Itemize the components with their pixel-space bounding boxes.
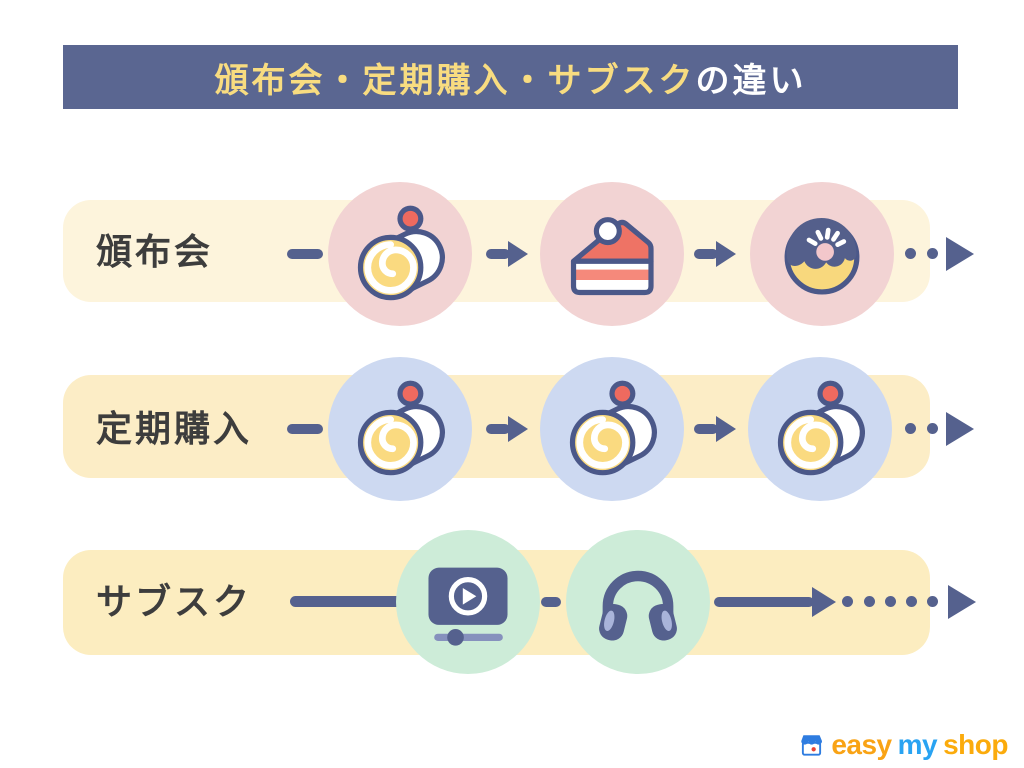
trail-dot [864, 596, 875, 607]
flow-line [287, 249, 323, 259]
trail-dot [927, 248, 938, 259]
logo-word-my: my [897, 729, 938, 760]
cake-slice-icon [560, 202, 664, 306]
title-highlight: 頒布会・定期購入・サブスク [214, 61, 696, 100]
donut-icon [770, 202, 874, 306]
logo-word-shop: shop [943, 729, 1008, 760]
headphones-icon [586, 550, 690, 654]
arrow-head-icon [812, 587, 836, 617]
trail-arrow-icon [946, 412, 974, 446]
video-player-icon [416, 550, 520, 654]
arrow-head-icon [716, 241, 736, 267]
roll-cake-icon [768, 377, 872, 481]
step-circle [748, 357, 892, 501]
row-hanpukai-label: 頒布会 [96, 231, 214, 272]
trail-dot [906, 596, 917, 607]
arrow-line [486, 249, 510, 259]
flow-line [290, 596, 402, 607]
arrow-line [714, 597, 814, 607]
step-circle [540, 182, 684, 326]
step-circle [750, 182, 894, 326]
trail-arrow-icon [946, 237, 974, 271]
trail-dot [885, 596, 896, 607]
arrow-head-icon [508, 416, 528, 442]
logo-word-easy: easy [831, 729, 892, 760]
title-banner: 頒布会・定期購入・サブスクの違い [63, 45, 958, 109]
arrow-head-icon [508, 241, 528, 267]
trail-dot [927, 423, 938, 434]
trail-dot [905, 423, 916, 434]
row-teikikonyu-label: 定期購入 [96, 408, 253, 449]
storefront-icon [798, 732, 825, 759]
roll-cake-icon [560, 377, 664, 481]
arrow-head-icon [716, 416, 736, 442]
title-suffix: の違い [695, 61, 807, 100]
arrow-line [694, 249, 718, 259]
easy-my-shop-logo: easy my shop [798, 729, 1008, 761]
step-circle [566, 530, 710, 674]
step-circle [396, 530, 540, 674]
roll-cake-icon [348, 377, 452, 481]
trail-dot [842, 596, 853, 607]
trail-arrow-icon [948, 585, 976, 619]
flow-line [287, 424, 323, 434]
step-circle [540, 357, 684, 501]
arrow-line [486, 424, 510, 434]
trail-dot [927, 596, 938, 607]
step-circle [328, 357, 472, 501]
row-subsc-label: サブスク [96, 581, 253, 622]
trail-dot [905, 248, 916, 259]
roll-cake-icon [348, 202, 452, 306]
flow-line [541, 597, 561, 607]
step-circle [328, 182, 472, 326]
arrow-line [694, 424, 718, 434]
